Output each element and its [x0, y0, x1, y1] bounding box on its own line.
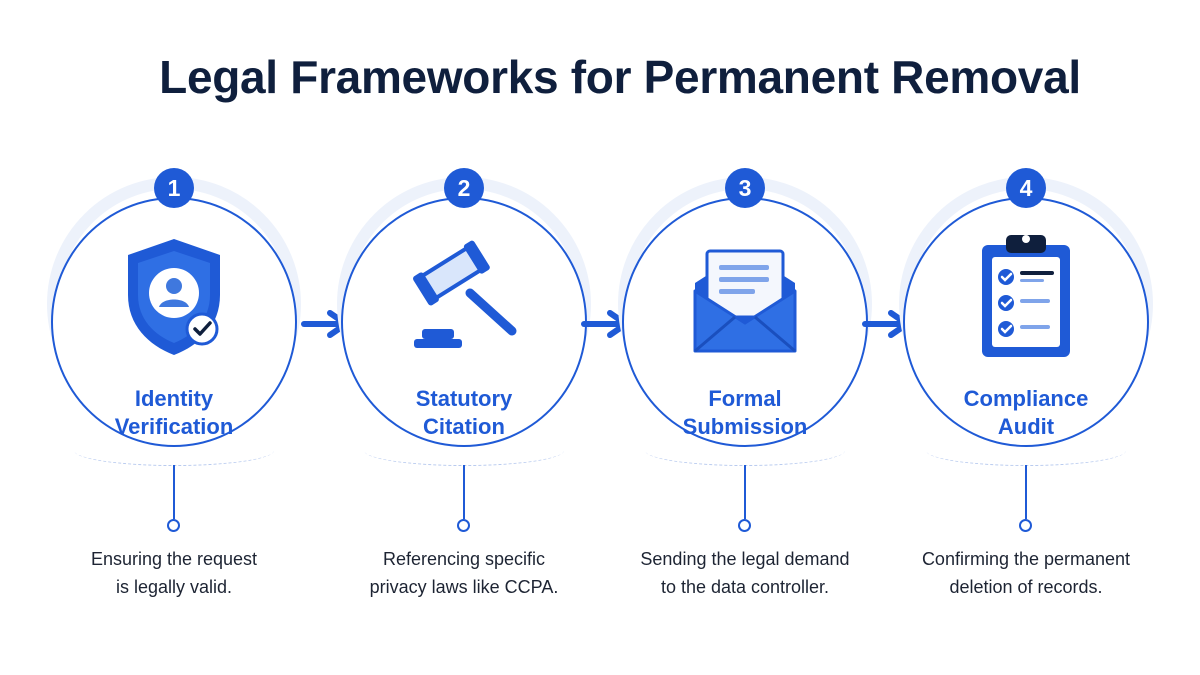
connector-line	[1025, 465, 1027, 519]
step-number-badge: 1	[154, 168, 194, 208]
dashed-arc	[926, 435, 1126, 466]
connector-line	[744, 465, 746, 519]
connector-dot	[738, 519, 751, 532]
dashed-arc	[364, 435, 564, 466]
page-title: Legal Frameworks for Permanent Removal	[159, 51, 1081, 103]
step-number-badge: 4	[1006, 168, 1046, 208]
connector-dot	[1019, 519, 1032, 532]
connector-dot	[167, 519, 180, 532]
clipboard-checklist-icon	[982, 235, 1070, 357]
connector-dot	[457, 519, 470, 532]
shield-user-check-icon	[128, 239, 220, 355]
connector-line	[463, 465, 465, 519]
dashed-arc	[74, 435, 274, 466]
step-number-badge: 2	[444, 168, 484, 208]
connector-line	[173, 465, 175, 519]
envelope-letter-icon	[693, 249, 797, 353]
dashed-arc	[645, 435, 845, 466]
step-number-badge: 3	[725, 168, 765, 208]
gavel-icon	[413, 240, 517, 348]
